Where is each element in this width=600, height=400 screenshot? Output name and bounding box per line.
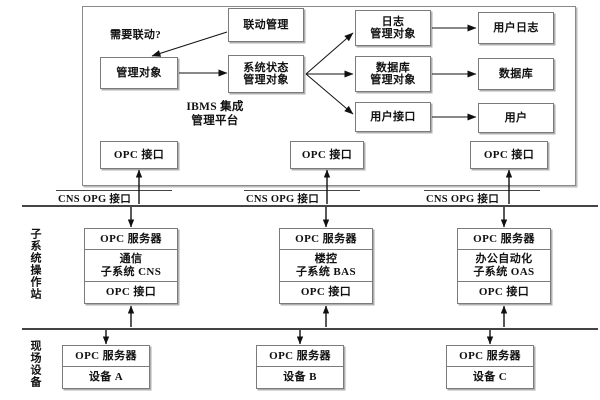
platform-opc-interface-1[interactable]: OPC 接口	[100, 141, 178, 169]
device-a-name: 设备 A	[63, 367, 149, 388]
subsystem-oas-name-line-1: 子系统 OAS	[473, 265, 535, 278]
bus-label-2: CNS OPG 接口	[246, 194, 320, 205]
subsystem-bas-name-line-1: 子系统 BAS	[296, 265, 356, 278]
subsystem-bas-name-line-0: 楼控	[314, 252, 338, 265]
subsystem-oas-interface: OPC 接口	[458, 282, 550, 303]
device-c-server: OPC 服务器	[447, 346, 533, 367]
subsystem-cns-interface-label: OPC 接口	[105, 285, 157, 298]
platform-opc-interface-2-label: OPC 接口	[301, 148, 353, 161]
subsystem-cns-name-line-0: 通信	[119, 252, 143, 265]
device-c[interactable]: OPC 服务器 设备 C	[446, 345, 534, 389]
platform-opc-interface-3[interactable]: OPC 接口	[470, 141, 548, 169]
node-log-management-object-line-1: 管理对象	[370, 28, 416, 40]
bus-label-rule-3	[424, 190, 540, 191]
node-managed-object[interactable]: 管理对象	[100, 57, 178, 89]
node-database-line-0: 数据库	[498, 67, 534, 80]
device-c-server-label: OPC 服务器	[459, 349, 521, 362]
device-a-name-label: 设备 A	[88, 371, 124, 384]
node-user-line-0: 用户	[504, 111, 528, 124]
subsystem-cns-server-label: OPC 服务器	[100, 232, 162, 245]
node-linkage-management[interactable]: 联动管理	[228, 8, 304, 42]
bus-label-rule-2	[244, 190, 360, 191]
subsystem-bas-interface: OPC 接口	[280, 282, 372, 303]
platform-opc-interface-2[interactable]: OPC 接口	[290, 141, 364, 169]
device-b-server: OPC 服务器	[257, 346, 343, 367]
node-system-state-object-line-1: 管理对象	[243, 74, 289, 86]
subsystem-cns-interface: OPC 接口	[85, 282, 177, 303]
subsystem-bas-interface-label: OPC 接口	[300, 285, 352, 298]
node-database-management-object[interactable]: 数据库 管理对象	[355, 56, 431, 92]
bus-label-1: CNS OPG 接口	[58, 194, 132, 205]
band-label-workstation: 子系统操作站	[29, 228, 41, 300]
bus-line-upper	[22, 205, 598, 207]
platform-caption-line-1: 管理平台	[191, 114, 239, 127]
platform-caption-line-0: IBMS 集成	[186, 101, 244, 113]
device-b-name-label: 设备 B	[283, 371, 317, 384]
subsystem-oas-server: OPC 服务器	[458, 229, 550, 251]
device-a[interactable]: OPC 服务器 设备 A	[62, 345, 150, 389]
node-log-management-object[interactable]: 日志 管理对象	[355, 10, 431, 46]
bus-label-3: CNS OPG 接口	[426, 194, 500, 205]
bus-line-lower	[22, 328, 598, 330]
subsystem-oas-name: 办公自动化 子系统 OAS	[458, 250, 550, 282]
node-log-management-object-line-0: 日志	[381, 15, 405, 28]
node-user-log-line-0: 用户日志	[493, 21, 539, 34]
subsystem-cns-name: 通信 子系统 CNS	[85, 250, 177, 282]
subsystem-cns[interactable]: OPC 服务器 通信 子系统 CNS OPC 接口	[84, 228, 178, 304]
node-database-management-object-line-0: 数据库	[375, 61, 411, 74]
subsystem-oas-interface-label: OPC 接口	[478, 285, 530, 298]
node-managed-object-line-0: 管理对象	[116, 66, 162, 79]
device-b[interactable]: OPC 服务器 设备 B	[256, 345, 344, 389]
node-user-interface-line-0: 用户接口	[370, 110, 416, 123]
subsystem-oas-server-label: OPC 服务器	[473, 232, 535, 245]
node-database[interactable]: 数据库	[478, 58, 554, 90]
subsystem-bas-name: 楼控 子系统 BAS	[280, 250, 372, 282]
subsystem-bas-server-label: OPC 服务器	[295, 232, 357, 245]
platform-opc-interface-1-label: OPC 接口	[113, 148, 165, 161]
device-a-server: OPC 服务器	[63, 346, 149, 367]
node-user-log[interactable]: 用户日志	[478, 12, 554, 44]
device-b-server-label: OPC 服务器	[269, 349, 331, 362]
subsystem-bas[interactable]: OPC 服务器 楼控 子系统 BAS OPC 接口	[279, 228, 373, 304]
device-c-name-label: 设备 C	[472, 371, 508, 384]
subsystem-cns-name-line-1: 子系统 CNS	[100, 265, 162, 278]
node-database-management-object-line-1: 管理对象	[370, 74, 416, 86]
node-system-state-object-line-0: 系统状态	[243, 61, 289, 74]
subsystem-oas[interactable]: OPC 服务器 办公自动化 子系统 OAS OPC 接口	[457, 228, 551, 304]
subsystem-cns-server: OPC 服务器	[85, 229, 177, 251]
linkage-question-label: 需要联动?	[110, 29, 161, 41]
bus-label-rule-1	[56, 190, 172, 191]
node-system-state-object[interactable]: 系统状态 管理对象	[228, 55, 304, 93]
node-user[interactable]: 用户	[478, 103, 554, 133]
device-c-name: 设备 C	[447, 367, 533, 388]
band-label-field-devices: 现场设备	[29, 340, 41, 388]
node-user-interface[interactable]: 用户接口	[355, 102, 431, 132]
subsystem-oas-name-line-0: 办公自动化	[475, 252, 533, 265]
subsystem-bas-server: OPC 服务器	[280, 229, 372, 251]
platform-opc-interface-3-label: OPC 接口	[483, 148, 535, 161]
platform-caption: IBMS 集成 管理平台	[150, 101, 280, 128]
node-linkage-management-line-0: 联动管理	[243, 18, 289, 31]
device-a-server-label: OPC 服务器	[75, 349, 137, 362]
device-b-name: 设备 B	[257, 367, 343, 388]
